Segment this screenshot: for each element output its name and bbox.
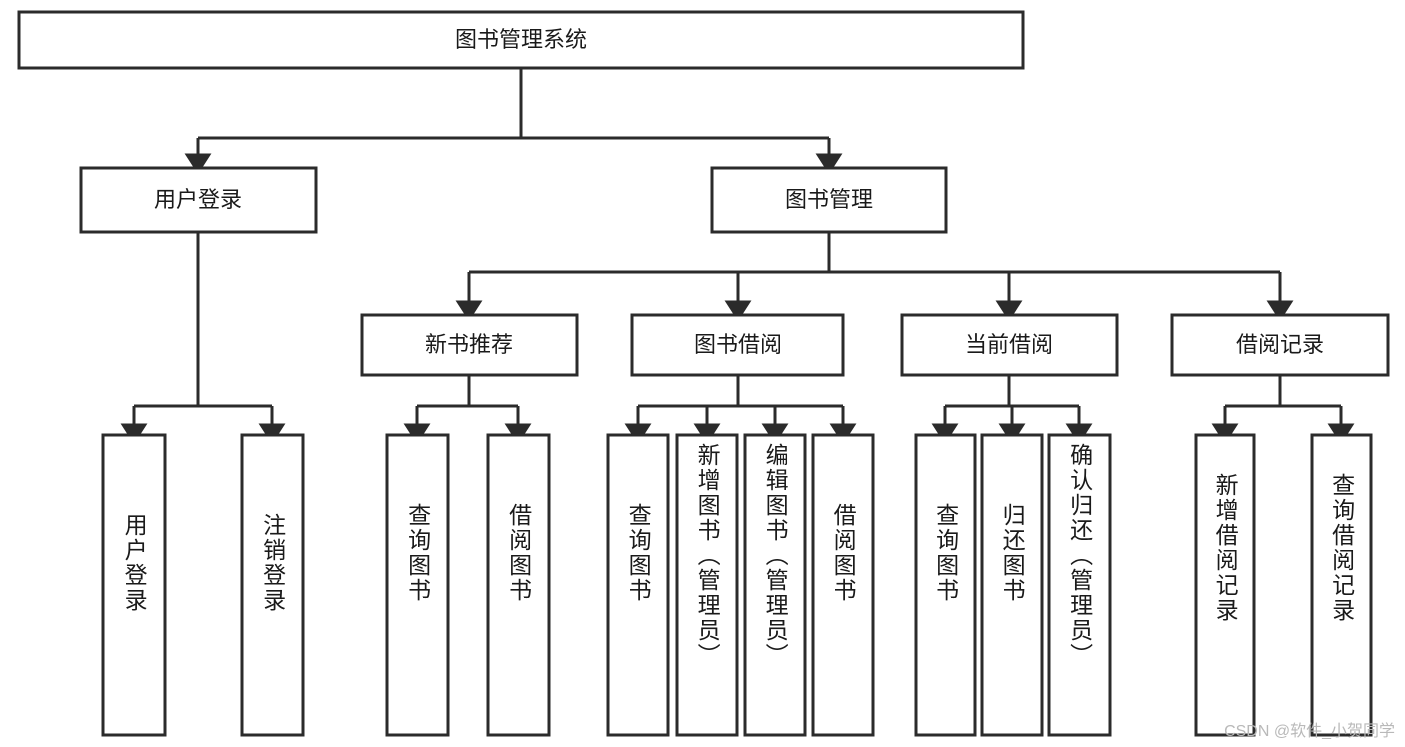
node-book-mgmt-box[interactable]: [710, 166, 948, 234]
node-borrow-record-box[interactable]: [1170, 313, 1390, 377]
node-book-mgmt-label: 图书管理: [785, 187, 873, 212]
node-current-borrow[interactable]: 当前借阅: [900, 313, 1119, 377]
edge-group-user-login: [120, 232, 286, 445]
node-new-book-rec[interactable]: 新书推荐: [360, 313, 579, 377]
node-user-login-box[interactable]: [79, 166, 318, 234]
edge-group-new-book-rec: [403, 375, 532, 445]
node-current-borrow-label: 当前借阅: [965, 332, 1053, 357]
node-borrow-record-label: 借阅记录: [1236, 332, 1324, 357]
node-borrow-record[interactable]: 借阅记录: [1170, 313, 1390, 377]
node-new-book-rec-label: 新书推荐: [425, 332, 513, 357]
edge-group-current-borrow: [931, 375, 1093, 445]
leaf-box-logout[interactable]: [240, 433, 305, 737]
leaf-box-add-book-bb[interactable]: [675, 433, 739, 737]
node-user-login-label: 用户登录: [154, 187, 242, 212]
leaf-box-edit-book-bb[interactable]: [743, 433, 807, 737]
node-root[interactable]: 图书管理系统: [17, 10, 1025, 70]
leaf-box-query-record-br[interactable]: [1310, 433, 1373, 737]
watermark: CSDN @软件_小贺同学: [1224, 723, 1395, 740]
leaf-box-borrow-book-bb[interactable]: [811, 433, 875, 737]
leaf-boxes: [101, 433, 1373, 737]
node-book-borrow[interactable]: 图书借阅: [630, 313, 845, 377]
leaf-box-add-record-br[interactable]: [1194, 433, 1256, 737]
node-book-borrow-label: 图书借阅: [694, 332, 782, 357]
node-root-box[interactable]: [17, 10, 1025, 70]
leaf-box-borrow-book-nbr[interactable]: [486, 433, 551, 737]
edge-group-borrow-record: [1211, 375, 1355, 445]
node-book-borrow-box[interactable]: [630, 313, 845, 377]
node-current-borrow-box[interactable]: [900, 313, 1119, 377]
leaf-box-user-login[interactable]: [101, 433, 167, 737]
node-root-label: 图书管理系统: [455, 27, 587, 52]
edge-group-book-borrow: [624, 375, 857, 445]
leaf-box-confirm-return-cb[interactable]: [1047, 433, 1112, 737]
node-book-mgmt[interactable]: 图书管理: [710, 166, 948, 234]
node-new-book-rec-box[interactable]: [360, 313, 579, 377]
edge-group-root: [184, 68, 843, 175]
node-user-login[interactable]: 用户登录: [79, 166, 318, 234]
leaf-box-return-book-cb[interactable]: [980, 433, 1044, 737]
leaf-box-query-book-nbr[interactable]: [385, 433, 450, 737]
leaf-box-query-book-bb[interactable]: [606, 433, 670, 737]
leaf-box-query-book-cb[interactable]: [914, 433, 977, 737]
edge-group-book-mgmt: [455, 232, 1294, 322]
